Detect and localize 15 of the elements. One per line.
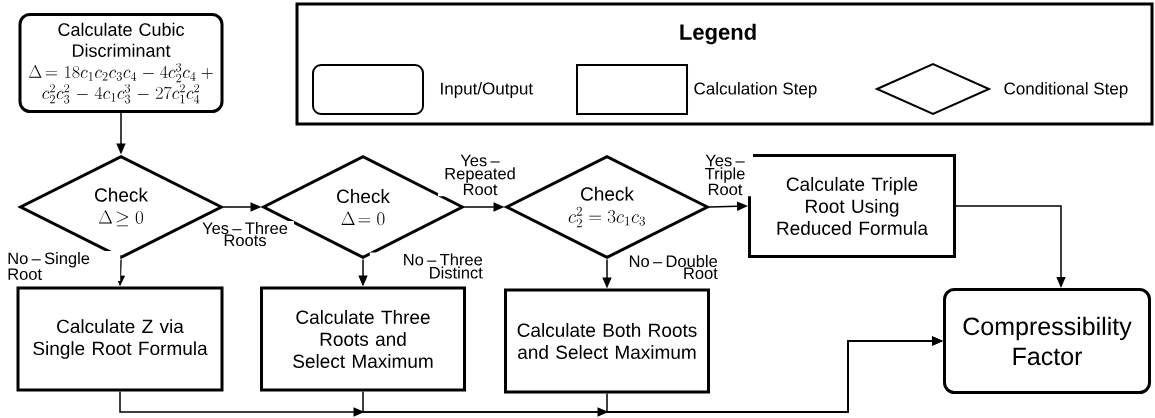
process-box: Calculate Triple Root Using Reduced Formula: [748, 154, 956, 258]
edge-label: No – Single Root: [6, 251, 121, 281]
process-box: Calculate Z via Single Root Formula: [16, 286, 224, 392]
terminal-box: Compressibility Factor: [943, 288, 1151, 394]
edge-label: Yes – Triple Root: [697, 153, 753, 197]
process-box: Calculate Both Roots and Select Maximum: [504, 288, 710, 394]
legend-label: Conditional Step: [1004, 82, 1128, 98]
edge-label: Yes – Three Roots: [196, 220, 294, 248]
edge-label: Yes – Repeated Root: [438, 153, 522, 197]
legend-label: Calculation Step: [694, 82, 817, 98]
legend-label: Input/Output: [441, 82, 533, 98]
legend-title: Legend: [680, 23, 756, 45]
process-box: Calculate Three Roots and Select Maximum: [260, 286, 466, 392]
terminal-box: Calculate Cubic Discriminant $\Delta\!= 18c_1c_2c_3c_4 - 4c_2^3c_4 + c_2^2c_3^2 - 4c_1c_3^3 - 27c_1^2c_4^2$: [18, 13, 224, 113]
edge-label: No – Three Distinct: [369, 252, 484, 280]
